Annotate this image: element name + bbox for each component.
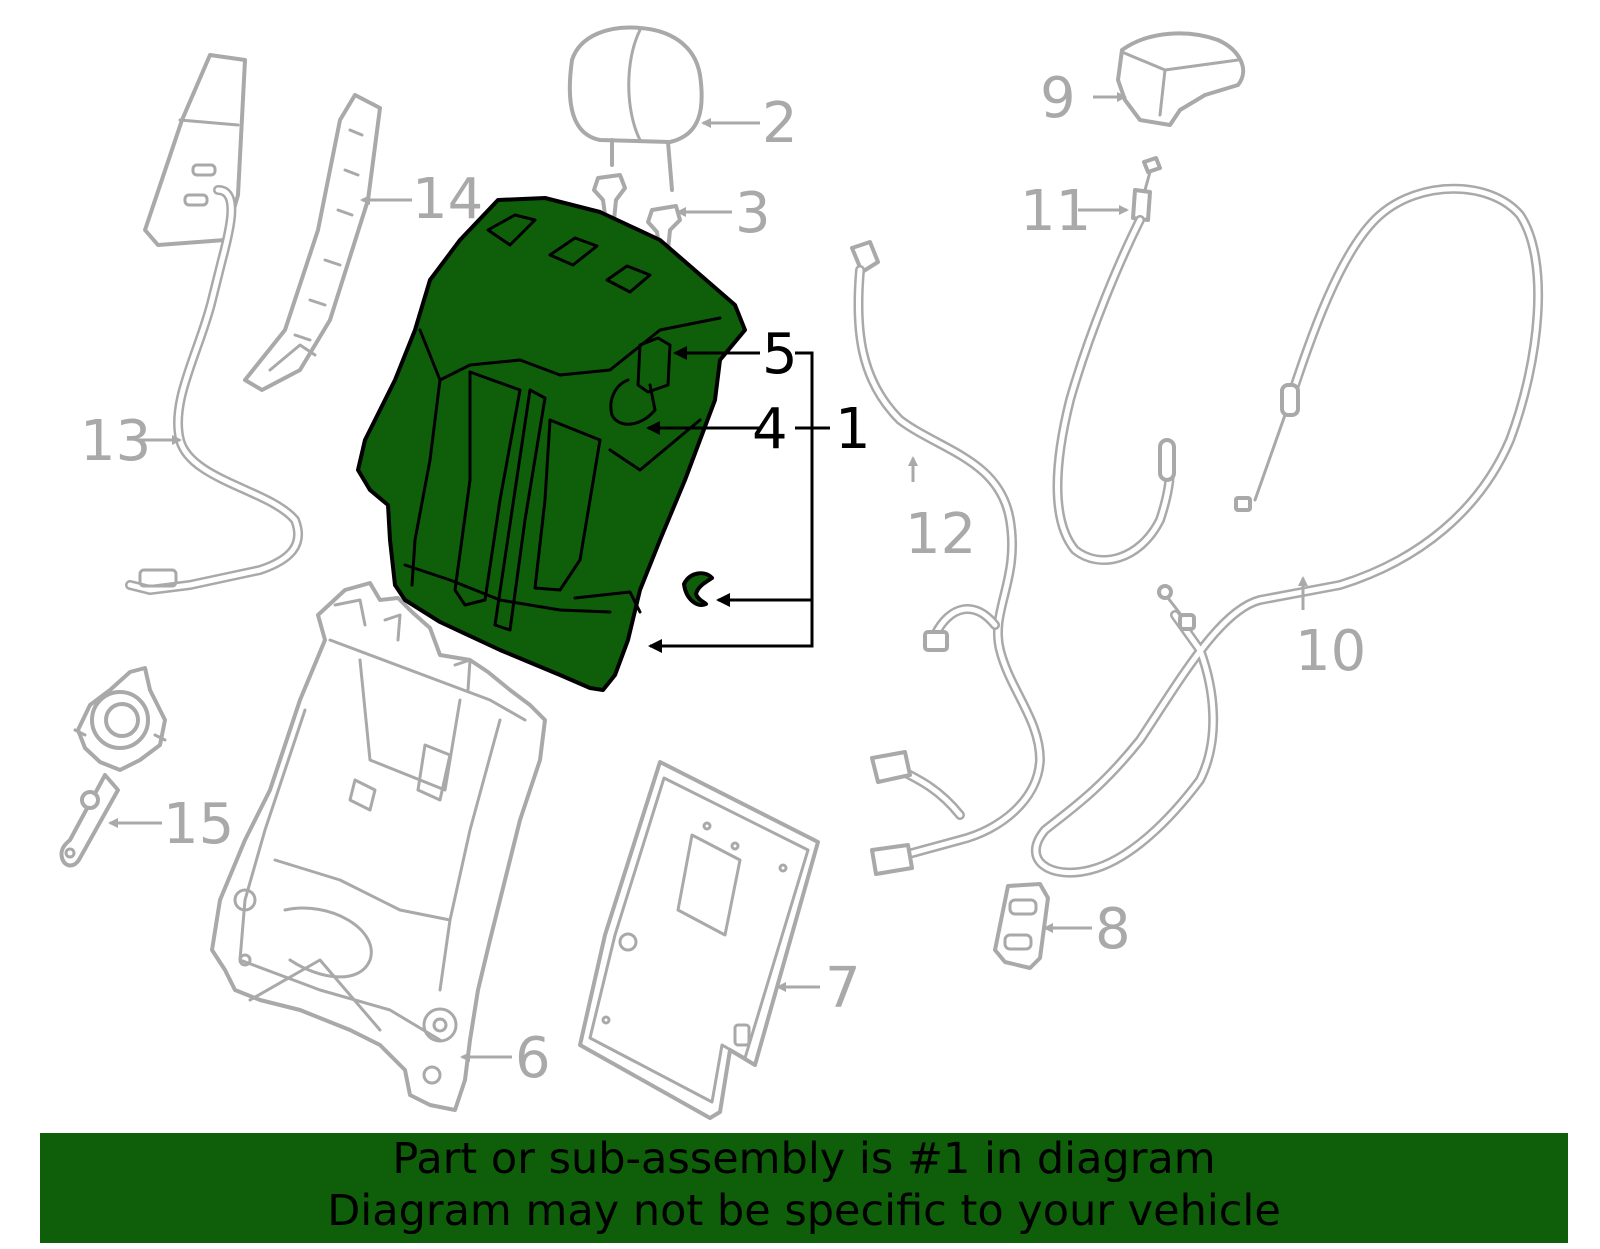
part-7-back-panel xyxy=(578,760,820,1120)
banner-line-2: Diagram may not be specific to your vehi… xyxy=(327,1186,1281,1236)
callout-8: 8 xyxy=(1095,897,1131,962)
callout-7: 7 xyxy=(825,956,861,1021)
callout-13: 13 xyxy=(80,409,151,474)
part-14-bracket xyxy=(243,93,382,392)
callout-5: 5 xyxy=(762,322,798,387)
callout-9: 9 xyxy=(1040,66,1076,131)
callout-14: 14 xyxy=(412,167,483,232)
part-9-cover xyxy=(1116,31,1246,127)
info-banner: Part or sub-assembly is #1 in diagram Di… xyxy=(40,1133,1568,1243)
part-8-switch xyxy=(993,882,1050,970)
callout-12: 12 xyxy=(905,502,976,567)
callout-11: 11 xyxy=(1020,179,1091,244)
part-10-cable xyxy=(1030,183,1544,878)
part-15-recliner xyxy=(59,666,167,868)
part-1-seat-back-cover xyxy=(356,196,747,692)
banner-line-1: Part or sub-assembly is #1 in diagram xyxy=(392,1134,1216,1184)
callout-1: 1 xyxy=(835,397,871,462)
part-13-side-trim xyxy=(125,53,304,595)
part-6-frame xyxy=(210,581,547,1112)
callout-2: 2 xyxy=(762,91,798,156)
part-12-harness xyxy=(850,240,1045,876)
callout-15: 15 xyxy=(163,792,234,857)
part-11-cable xyxy=(1052,156,1176,565)
callout-6: 6 xyxy=(515,1026,551,1091)
part-2-headrest xyxy=(567,25,704,192)
callout-4: 4 xyxy=(752,397,788,462)
leader-lines xyxy=(108,92,1308,1062)
callout-10: 10 xyxy=(1295,619,1366,684)
callout-3: 3 xyxy=(735,181,771,246)
